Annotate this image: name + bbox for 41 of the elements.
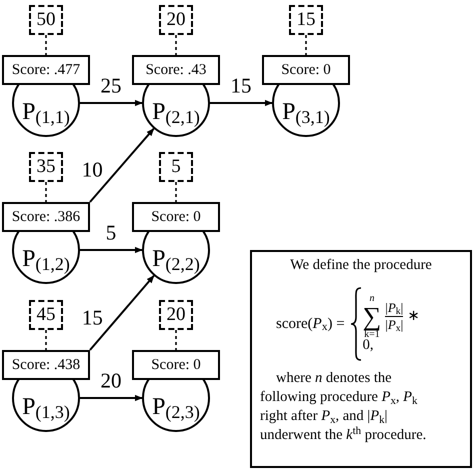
score-box: Score: .43 xyxy=(132,55,220,85)
definition-text: underwent the k$^{th}$ procedure. xyxy=(260,426,428,445)
fraction-denominator: |P$_{x}$| xyxy=(385,317,404,333)
score-box: Score: .477 xyxy=(2,55,90,85)
value-box: 50 xyxy=(29,5,63,35)
dashed-connector xyxy=(175,330,177,350)
formula-text: score(P$_{x}$) = xyxy=(276,314,345,334)
sum-upper-limit: n xyxy=(369,294,374,304)
arrow xyxy=(80,100,143,106)
sum-symbol: ∑ xyxy=(362,304,382,330)
dashed-connector xyxy=(175,35,177,55)
arrow xyxy=(89,275,155,351)
formula-text: 0, xyxy=(362,336,374,354)
value-box: 15 xyxy=(289,5,323,35)
dashed-connector xyxy=(45,182,47,202)
dashed-connector xyxy=(175,182,177,202)
score-box: Score: .386 xyxy=(2,202,90,232)
definition-text: We define the procedure xyxy=(290,256,432,275)
dashed-connector xyxy=(305,35,307,55)
definition-text: where n denotes the xyxy=(275,369,393,388)
arrow xyxy=(80,394,143,402)
score-box: Score: 0 xyxy=(132,350,220,380)
value-box: 20 xyxy=(159,300,193,330)
value-box: 45 xyxy=(29,300,63,330)
arrow xyxy=(80,246,143,254)
value-box: 20 xyxy=(159,5,193,35)
value-box: 5 xyxy=(159,152,193,182)
definition-text: following procedure P$_{x}$, P$_{k}$ xyxy=(260,388,418,407)
definition-text: right after P$_{x}$, and |P$_{k}$| xyxy=(260,407,388,426)
multiply-sign: ∗ xyxy=(407,307,420,326)
sum-lower-limit: k=1 xyxy=(364,330,380,340)
definition-panel xyxy=(250,250,472,468)
dashed-connector xyxy=(45,35,47,55)
dashed-connector xyxy=(45,330,47,350)
value-box: 35 xyxy=(29,152,63,182)
score-box: Score: 0 xyxy=(132,202,220,232)
fraction-numerator: |P$_{k}$| xyxy=(385,300,404,316)
score-box: Score: 0 xyxy=(262,55,350,85)
arrow xyxy=(210,100,273,106)
arrow xyxy=(89,128,154,203)
score-box: Score: .438 xyxy=(2,350,90,380)
